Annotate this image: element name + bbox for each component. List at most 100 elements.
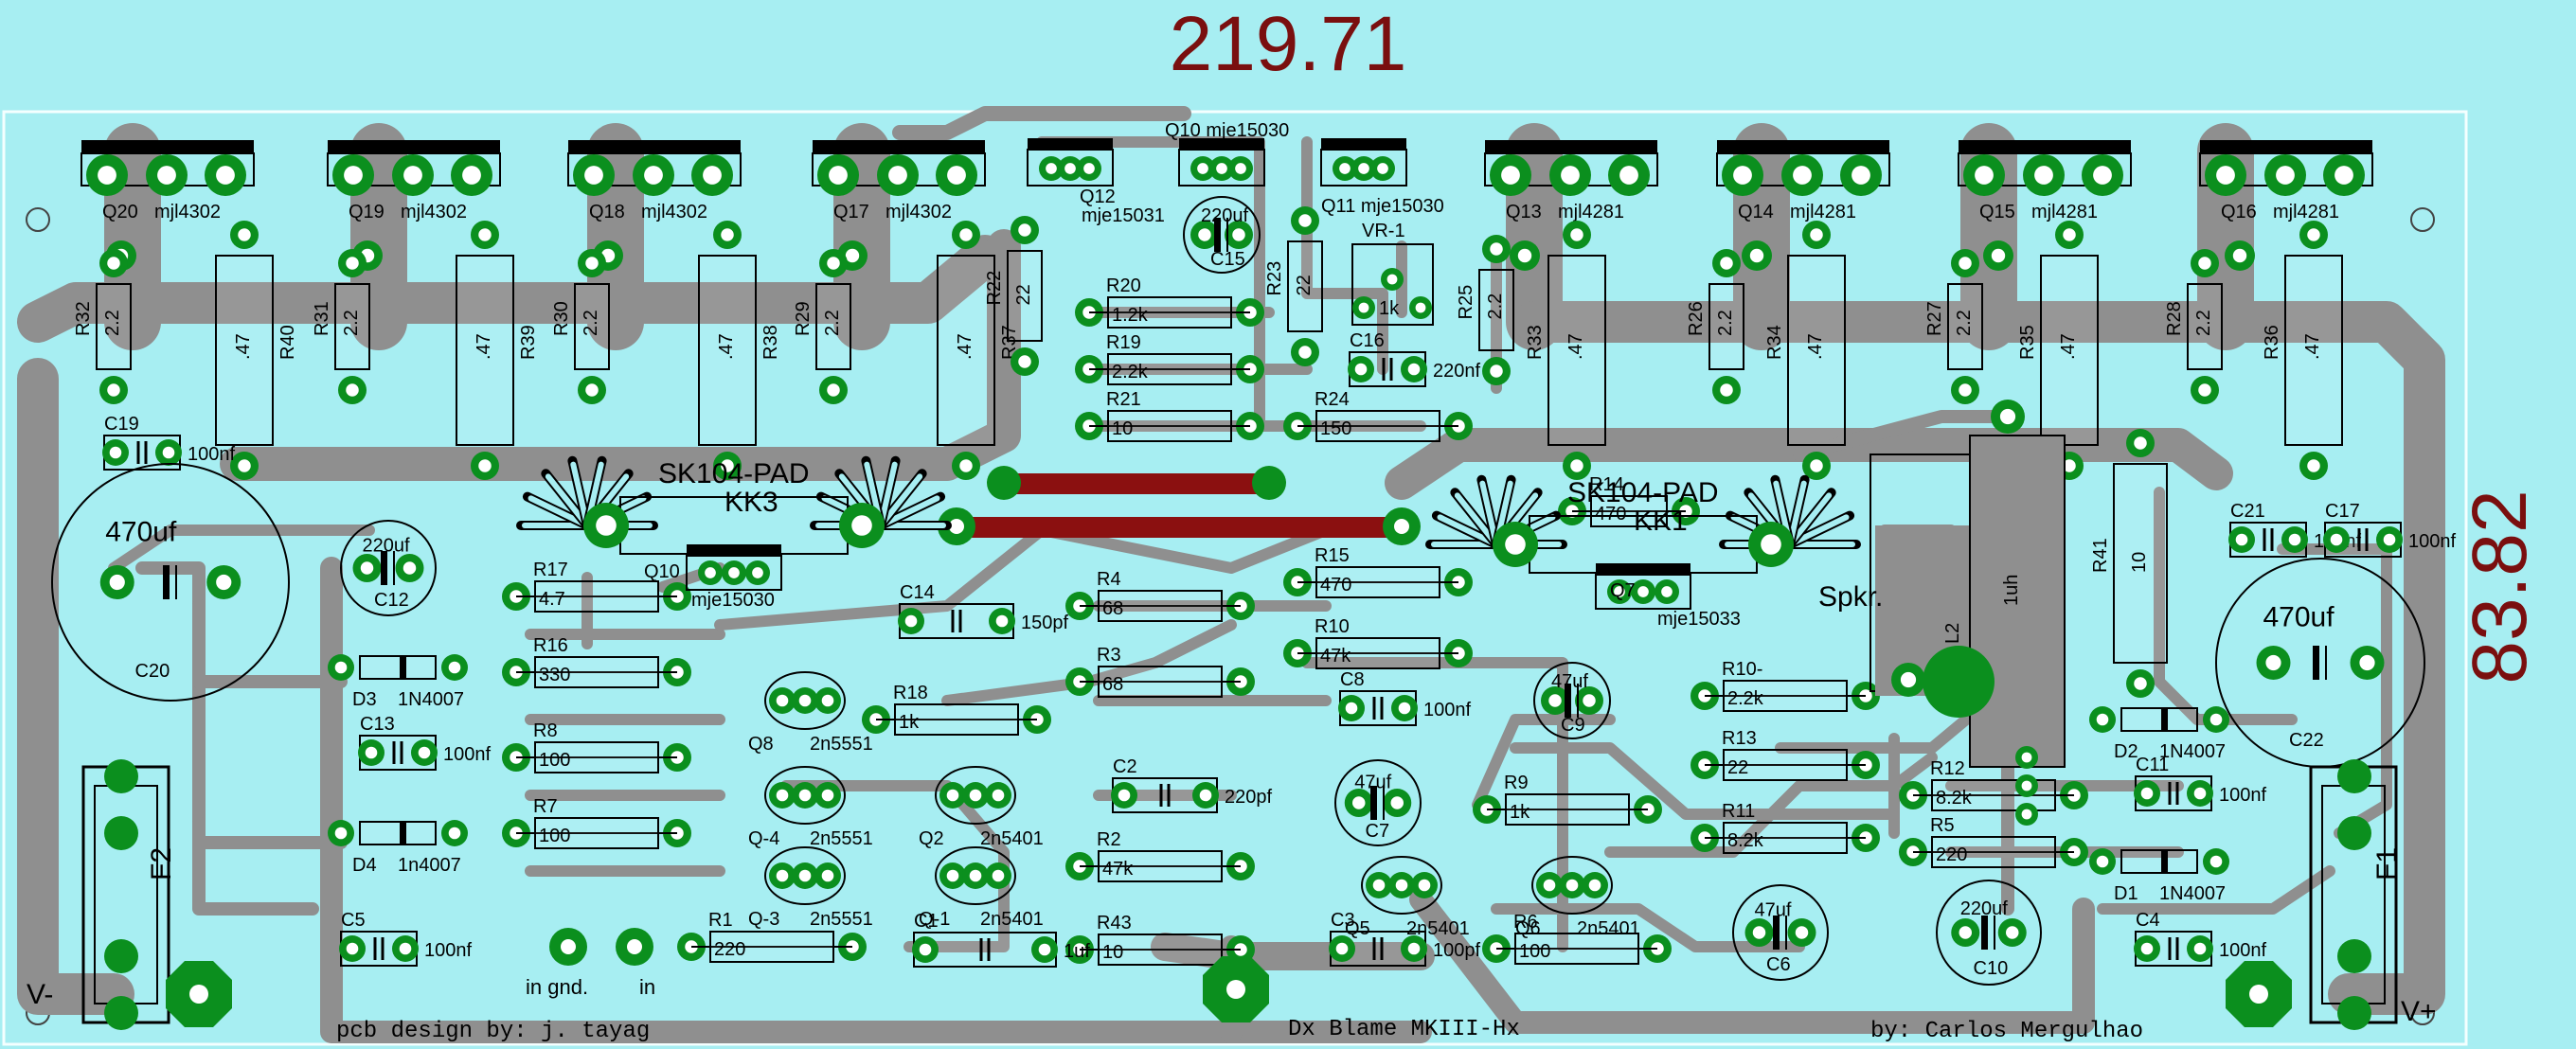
capacitor-value: 470uf: [105, 516, 177, 547]
diode-part: 1N4007: [2159, 883, 2226, 904]
transistor-part: 2n5401: [980, 828, 1044, 849]
resistor-value: 2.2: [822, 310, 843, 336]
resistor-ref: R35: [2017, 325, 2038, 360]
resistor-value: 2.2: [1485, 293, 1506, 320]
resistor-ref: R40: [277, 325, 298, 360]
resistor-value: .47: [2302, 333, 2323, 360]
transistor-ref: Q-1: [919, 909, 950, 930]
resistor-value: 470: [1595, 504, 1626, 524]
diode-part: 1n4007: [398, 855, 461, 876]
resistor-value: 47k: [1320, 646, 1351, 667]
diode-ref: D3: [352, 689, 377, 710]
resistor-value: 220: [1936, 845, 1967, 865]
resistor-value: 2.2k: [1727, 688, 1764, 709]
resistor-ref: R8: [533, 720, 558, 741]
capacitor-ref: C8: [1340, 669, 1365, 690]
heatsink-name: SK104-PAD: [1567, 477, 1719, 508]
resistor-value: 47k: [1102, 859, 1134, 880]
resistor-ref: R2: [1097, 829, 1121, 850]
resistor-value: 220: [714, 939, 745, 960]
capacitor-ref: C3: [1331, 910, 1355, 931]
capacitor-value: 47uf: [1551, 671, 1588, 692]
trimmer-vr1: VR-11k: [1351, 221, 1434, 326]
transistor-ref: Q5: [1345, 918, 1370, 939]
resistor-ref: R28: [2164, 301, 2185, 336]
driver-label: Q10 mje15030: [1165, 120, 1289, 141]
resistor-value: 1.2k: [1112, 305, 1149, 326]
capacitor-value: 100nf: [424, 940, 472, 961]
capacitor-value: 220uf: [1201, 205, 1248, 226]
resistor-ref: R13: [1722, 728, 1757, 749]
resistor-value: .47: [955, 333, 975, 360]
v-plus-label: V+: [2401, 996, 2437, 1027]
resistor-ref: R25: [1456, 285, 1476, 320]
heatsink-ref: KK3: [724, 487, 778, 518]
driver-ref: Q12: [1080, 187, 1116, 207]
in-label: in: [639, 975, 655, 999]
resistor-value: 100: [1519, 941, 1550, 962]
capacitor-ref: C4: [2136, 910, 2160, 931]
resistor-value: .47: [474, 333, 494, 360]
capacitor-ref: C6: [1766, 954, 1791, 975]
capacitor-value: 220uf: [363, 536, 410, 557]
heatsink-transistor-ref: Q7: [1610, 580, 1636, 601]
transistor-ref: Q-4: [748, 828, 779, 849]
transistor-part: mjl4281: [2031, 202, 2098, 222]
resistor-value: 2.2: [1715, 310, 1736, 336]
resistor-ref: R26: [1686, 301, 1707, 336]
diode-part: 1N4007: [2159, 741, 2226, 762]
resistor-ref: R18: [893, 683, 928, 703]
capacitor-value: 47uf: [1354, 772, 1391, 792]
resistor-value: .47: [1565, 333, 1586, 360]
resistor-ref: R14: [1589, 474, 1624, 495]
transistor-part: 2n5551: [810, 909, 873, 930]
resistor-ref: R5: [1930, 815, 1955, 836]
resistor-value: 10: [2129, 552, 2150, 573]
capacitor-ref: C10: [1974, 958, 2009, 979]
resistor-value: 1k: [1510, 802, 1530, 823]
transistor-part: mjl4302: [886, 202, 952, 222]
transistor-ref: Q16: [2221, 202, 2257, 222]
resistor-value: 22: [1013, 284, 1034, 305]
in-gnd-label: in gnd.: [526, 975, 588, 999]
resistor-value: 22: [1294, 275, 1315, 295]
transistor-ref: Q8: [748, 734, 774, 755]
resistor-value: 2.2: [341, 310, 362, 336]
resistor-value: 100: [539, 750, 570, 771]
resistor-value: .47: [2058, 333, 2079, 360]
capacitor-ref: C16: [1350, 330, 1385, 351]
heatsink-ref: KK1: [1634, 506, 1688, 537]
designer-credit: pcb design by: j. tayag: [336, 1019, 650, 1044]
